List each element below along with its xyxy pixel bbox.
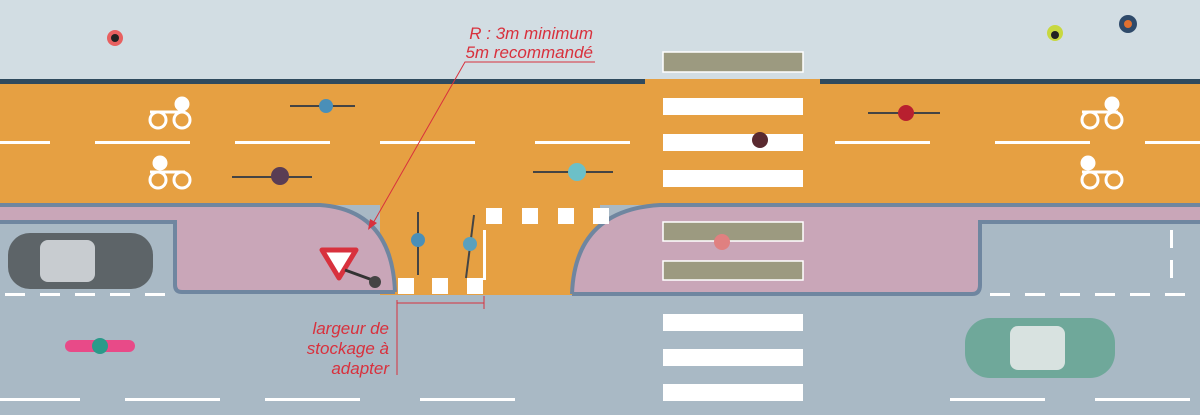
car <box>8 233 1115 378</box>
pedestrian-crossing <box>662 51 804 401</box>
yield-sign <box>319 247 381 288</box>
radius-note-line2: 5m recommandé <box>465 43 593 62</box>
road-dashes <box>0 230 1190 401</box>
stop-line-squares <box>398 208 609 294</box>
left-island <box>0 205 395 290</box>
crossing-entry <box>645 79 820 85</box>
bike-lane-symbol <box>148 96 1124 190</box>
radius-annotation: R : 3m minimum 5m recommandé <box>368 24 595 230</box>
curb-line-right <box>820 79 1200 84</box>
storage-note-line2: stockage à <box>307 339 389 358</box>
storage-annotation: largeur de stockage à adapter <box>307 296 485 378</box>
curb-line-left <box>0 79 645 84</box>
cyclist <box>232 99 940 279</box>
cycle-track <box>0 84 1200 205</box>
storage-note-line3: adapter <box>331 359 390 378</box>
radius-note-line1: R : 3m minimum <box>469 24 593 43</box>
scooter <box>65 338 135 354</box>
top-sidewalk <box>0 0 1200 82</box>
storage-note-line1: largeur de <box>312 319 389 338</box>
pedestrian <box>107 15 1137 250</box>
cycle-lane-dashes <box>0 141 1200 144</box>
